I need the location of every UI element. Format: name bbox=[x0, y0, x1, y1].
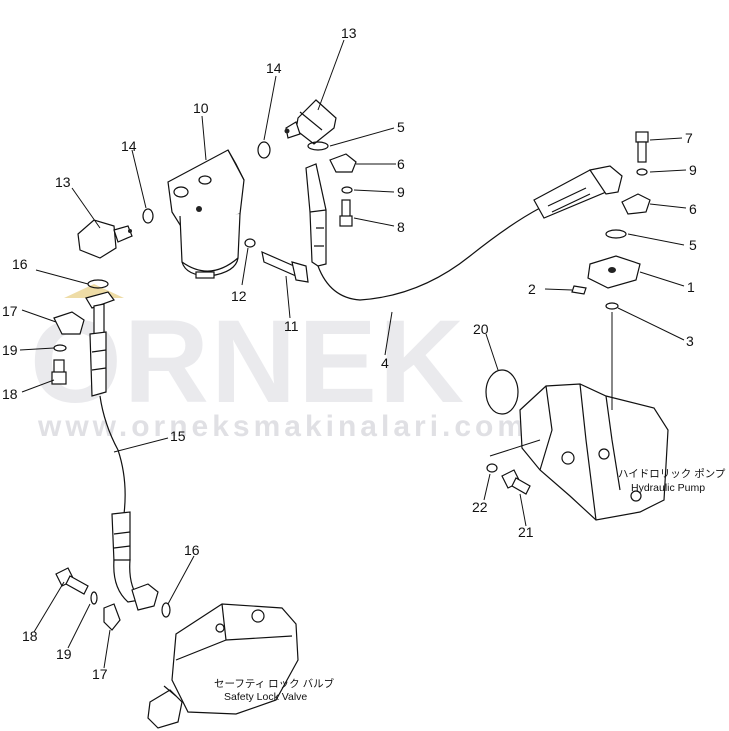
pressure-switch-13-left bbox=[77, 219, 133, 259]
o-ring-14-upper bbox=[257, 141, 271, 159]
o-ring-5-upper bbox=[307, 141, 329, 151]
part-number-16-lower: 16 bbox=[184, 542, 200, 558]
washer-9-right bbox=[636, 168, 648, 176]
clamp-6-right bbox=[621, 193, 651, 215]
bolt-8 bbox=[339, 199, 353, 227]
part-number-9-upper: 9 bbox=[397, 184, 405, 200]
part-number-14-left: 14 bbox=[121, 138, 137, 154]
part-number-18-upper: 18 bbox=[2, 386, 18, 402]
washer-12 bbox=[244, 238, 256, 248]
part-number-11: 11 bbox=[284, 318, 299, 334]
part-number-10: 10 bbox=[193, 100, 209, 116]
hose-15 bbox=[85, 291, 159, 611]
part-number-16-upper: 16 bbox=[12, 256, 28, 272]
safety-lock-valve bbox=[147, 603, 299, 729]
part-number-18-lower: 18 bbox=[22, 628, 38, 644]
o-ring-14-left bbox=[142, 208, 154, 224]
part-number-9-right: 9 bbox=[689, 162, 697, 178]
o-ring-20 bbox=[485, 369, 519, 415]
washer-19-lower bbox=[90, 591, 98, 605]
part-number-4: 4 bbox=[381, 355, 389, 371]
bolt-18-upper bbox=[51, 359, 67, 385]
o-ring-16-lower bbox=[161, 602, 171, 618]
o-ring-3 bbox=[605, 302, 619, 310]
flange-1 bbox=[587, 255, 641, 289]
hydraulic-pump bbox=[489, 383, 669, 521]
pressure-switch-13-upper bbox=[284, 99, 337, 145]
clamp-17-lower bbox=[103, 603, 121, 631]
part-number-14-upper: 14 bbox=[266, 60, 282, 76]
part-number-5-upper: 5 bbox=[397, 119, 405, 135]
part-number-7: 7 bbox=[685, 130, 693, 146]
part-number-17-upper: 17 bbox=[2, 303, 18, 319]
part-number-8: 8 bbox=[397, 219, 405, 235]
leader-lines bbox=[19, 39, 687, 669]
watermark-url: www.orneksmakinalari.com.tr bbox=[37, 410, 570, 443]
part-number-6-upper: 6 bbox=[397, 156, 405, 172]
watermark: ORNEK www.orneksmakinalari.com.tr bbox=[30, 284, 570, 443]
part-number-6-right: 6 bbox=[689, 201, 697, 217]
clamp-17-upper bbox=[53, 311, 85, 335]
safety-lock-valve-label-jp: セーフティ ロック バルブ bbox=[214, 677, 335, 690]
o-ring-5-right bbox=[605, 229, 627, 239]
part-number-13-left: 13 bbox=[55, 174, 71, 190]
bolt-21 bbox=[501, 469, 531, 495]
part-number-13-upper: 13 bbox=[341, 25, 357, 41]
bolt-11 bbox=[261, 250, 309, 283]
hydraulic-pump-label-en: Hydraulic Pump bbox=[631, 482, 705, 494]
hydraulic-pump-label-jp: ハイドロリック ポンプ bbox=[618, 468, 726, 480]
washer-22 bbox=[486, 463, 498, 473]
bolt-7 bbox=[635, 131, 649, 163]
plug-2 bbox=[571, 285, 587, 295]
part-number-19-lower: 19 bbox=[56, 646, 72, 662]
part-number-12: 12 bbox=[231, 288, 247, 304]
part-number-22: 22 bbox=[472, 499, 488, 515]
part-number-21: 21 bbox=[518, 524, 534, 540]
washer-9-upper bbox=[341, 186, 353, 194]
bolt-18-lower bbox=[55, 567, 89, 595]
part-number-3: 3 bbox=[686, 333, 694, 349]
part-number-20: 20 bbox=[473, 321, 489, 337]
clamp-6-upper bbox=[329, 153, 357, 173]
part-number-17-lower: 17 bbox=[92, 666, 108, 682]
part-number-1: 1 bbox=[687, 279, 695, 295]
part-number-5-right: 5 bbox=[689, 237, 697, 253]
part-number-19-upper: 19 bbox=[2, 342, 18, 358]
part-number-15: 15 bbox=[170, 428, 186, 444]
safety-lock-valve-label-en: Safety Lock Valve bbox=[224, 691, 307, 703]
hose-4 bbox=[305, 163, 623, 301]
hydraulic-filter-10 bbox=[167, 149, 245, 279]
part-number-2: 2 bbox=[528, 281, 536, 297]
part-numbers: 13 14 10 14 13 5 6 9 8 7 9 6 5 1 2 3 4 1… bbox=[2, 25, 697, 682]
washer-19-upper bbox=[53, 344, 67, 352]
